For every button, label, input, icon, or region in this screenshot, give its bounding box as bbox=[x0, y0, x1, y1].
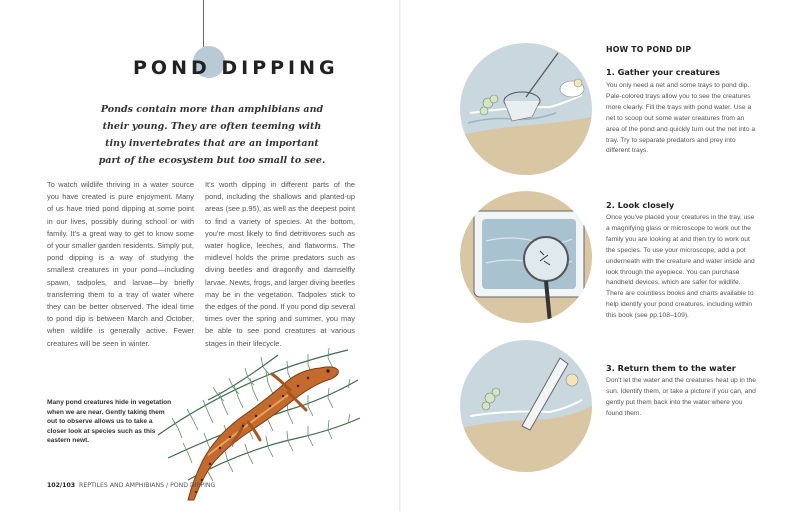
title-hang-line bbox=[203, 0, 204, 47]
net-icon bbox=[503, 52, 559, 122]
newt-body bbox=[187, 366, 339, 501]
step-3-text: Don't let the water and the creatures he… bbox=[606, 377, 756, 417]
step-3-title: 3. Return them to the water bbox=[606, 363, 736, 373]
newt-caption: Many pond creatures hide in vegetation w… bbox=[47, 399, 172, 445]
step-2-text: Once you've placed your creatures in the… bbox=[606, 214, 755, 320]
how-to-heading: HOW TO POND DIP bbox=[606, 45, 692, 54]
step-2-illustration bbox=[460, 191, 592, 323]
body-column-2: It's worth dipping in different parts of… bbox=[205, 180, 355, 348]
newt-illustration bbox=[157, 347, 361, 501]
title-dot bbox=[193, 46, 225, 78]
page-gutter bbox=[399, 0, 401, 511]
body-column-1: To watch wildlife thriving in a water so… bbox=[47, 180, 194, 348]
footer-page-numbers: 102/103 bbox=[47, 482, 76, 489]
step-1-text: You only need a net and some trays to po… bbox=[606, 82, 756, 155]
magnifying-glass-icon bbox=[523, 236, 569, 323]
footer-section: REPTILES AND AMPHIBIANS / POND DIPPING bbox=[79, 482, 216, 489]
step-1-illustration bbox=[460, 43, 592, 175]
step-3-illustration bbox=[460, 340, 592, 472]
intro-text: Ponds contain more than amphibians and t… bbox=[98, 104, 326, 166]
step-2-title: 2. Look closely bbox=[606, 200, 675, 210]
page-footer: 102/103 REPTILES AND AMPHIBIANS / POND D… bbox=[47, 482, 215, 489]
tray-pour-icon bbox=[521, 357, 569, 431]
plant-fronds bbox=[157, 349, 361, 481]
page-title: POND DIPPING bbox=[133, 57, 339, 79]
step-1-title: 1. Gather your creatures bbox=[606, 67, 720, 77]
